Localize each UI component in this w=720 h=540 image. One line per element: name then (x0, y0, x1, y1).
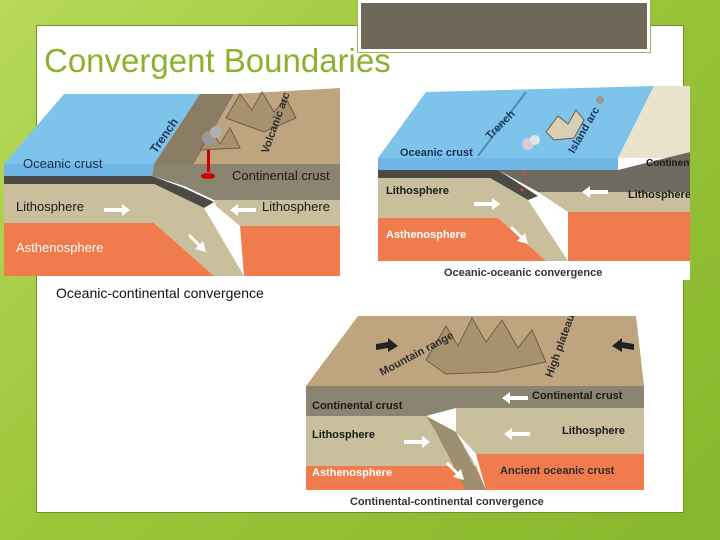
label-continental-crust-left: Continental crust (312, 400, 403, 412)
label-continental-crust: Continental crust (232, 168, 330, 183)
slide-title: Convergent Boundaries (44, 42, 391, 79)
label-asthenosphere: Asthenosphere (16, 240, 103, 255)
label-continental-crust-right: Continental crust (532, 390, 623, 402)
label-lithosphere-right: Lithosphere (262, 199, 330, 214)
diagram-continental-continental: Mountain range High plateau Continental … (306, 316, 644, 510)
caption-oceanic-oceanic: Oceanic-oceanic convergence (444, 267, 602, 279)
label-continental-crust: Continental crust (646, 158, 690, 169)
label-lithosphere-right: Lithosphere (562, 425, 625, 437)
caption-continental-continental: Continental-continental convergence (350, 496, 544, 508)
label-lithosphere-left: Lithosphere (16, 199, 84, 214)
caption-oceanic-continental: Oceanic-continental convergence (56, 285, 264, 301)
diagram-oceanic-oceanic: Trench Island arc Oceanic crust Continen… (378, 86, 690, 280)
label-asthenosphere: Asthenosphere (312, 467, 392, 479)
label-lithosphere-left: Lithosphere (386, 185, 449, 197)
label-lithosphere-left: Lithosphere (312, 429, 375, 441)
label-asthenosphere: Asthenosphere (386, 229, 466, 241)
label-oceanic-crust: Oceanic crust (400, 147, 473, 159)
label-oceanic-crust: Oceanic crust (23, 156, 103, 171)
label-ancient-oceanic-crust: Ancient oceanic crust (500, 465, 615, 477)
title-decoration (357, 0, 651, 53)
label-lithosphere-right: Lithosphere (628, 189, 690, 201)
diagram-oceanic-continental: Trench Volcanic arc Oceanic crust Contin… (4, 88, 340, 276)
